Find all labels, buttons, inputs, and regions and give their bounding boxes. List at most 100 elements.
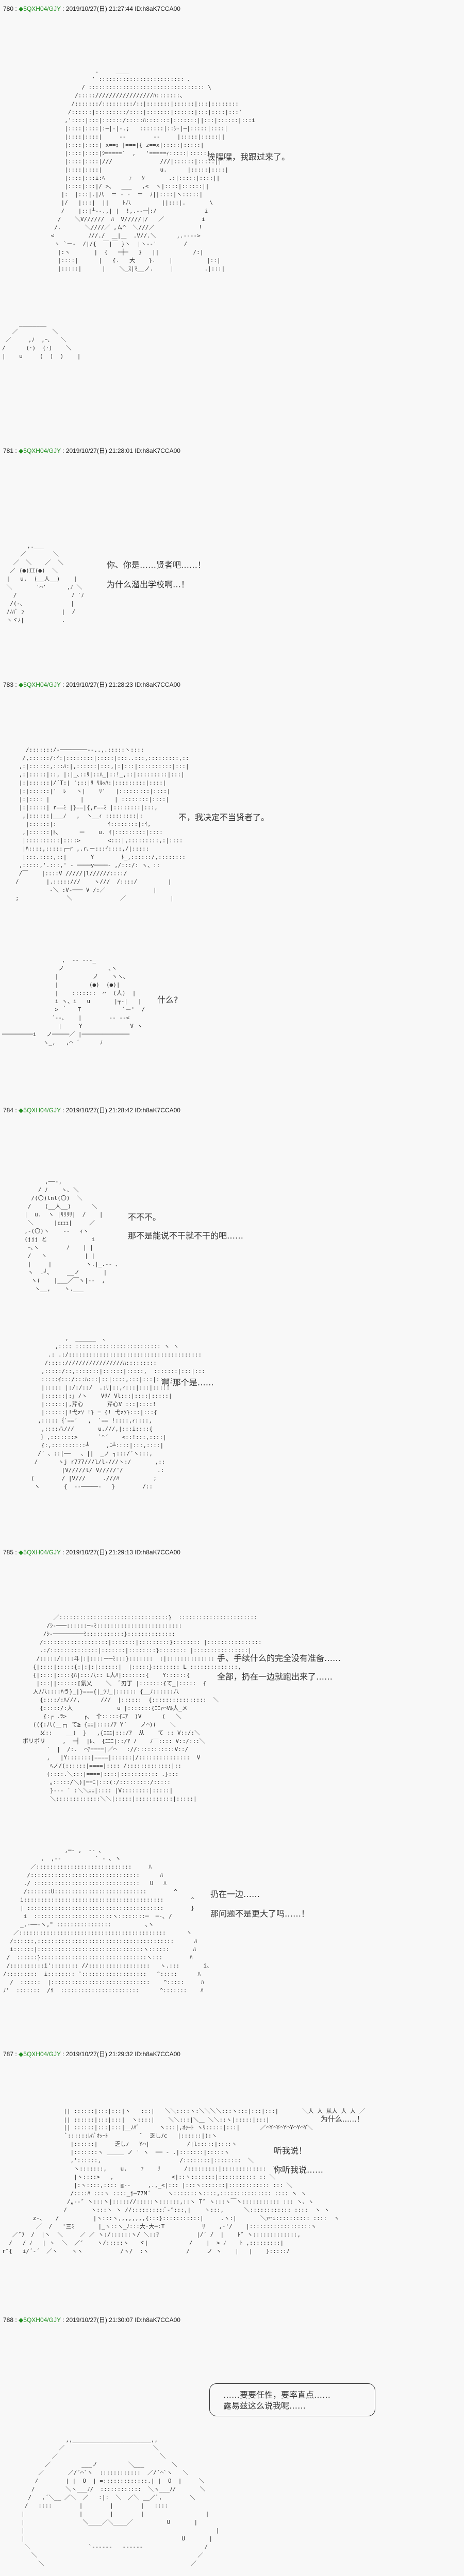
dialogue-line: 那不是能说不干就不干的吧…… <box>128 1231 244 1241</box>
ascii-art-line: ,──‐, <box>18 1178 62 1185</box>
ascii-art-line: ノ ､ヽ <box>52 965 117 972</box>
ascii-art-784-second: , ______ 、 ,:::: :::::::::::::::::::::::… <box>31 1334 205 1491</box>
ascii-art-line: | Y V ヽ <box>52 1023 143 1029</box>
ascii-art-line: {:::::/:人 u |:::::::{ﾆﾆｧ⌒Vﾙ人_メ <box>23 1705 188 1711</box>
ascii-art-line: / ヽj r777///l/l-///ヽ:/ ,:: <box>31 1459 165 1465</box>
ascii-art-780-main: . ____ ' ::::::::::::::::::::::::: 、 / :… <box>47 67 255 273</box>
post-header-783: 783 : ◆5QXH04/GJY : 2019/10/27(日) 21:28:… <box>3 681 180 688</box>
ascii-art-line: |:|::::::|' ﾚ ヽ| ﾘ' |:::::::::|::::| <box>15 788 171 794</box>
dialogue-line: 手、手续什么的完全没有准备…… <box>217 1653 341 1663</box>
ascii-art-line: ,|::::::|ﾄ､ ー u. ｲ|:::::::::|:::: <box>15 829 163 836</box>
ascii-art-line: |: |:::|.|八 ＝ ‐ ‐ ＝ ﾉ||::::|ヽ:::::| <box>47 191 203 198</box>
ascii-art-line: || ::::::|:::|:::| ヽ::::| ＼＼:::|＼＿ ＼＼::ヽ… <box>2 2115 364 2124</box>
tripcode[interactable]: 5QXH04/GJY <box>23 447 61 454</box>
ascii-art-line: /::::::,::::::::::::::::::::::::::::::::… <box>3 1938 197 1944</box>
post-date: 2019/10/27(日) 21:30:07 <box>65 2316 133 2324</box>
ascii-art-line: ,:::::｛`==′ , `== !::::,ｨ::::, <box>31 1417 153 1424</box>
ascii-art-line: / (__人__) ＼ <box>18 1203 97 1210</box>
ascii-art-784-figure: ,──‐, / ﾉ ヽ､ ＼ /(〇)lnl(〇) ＼ / (__人__) ＼ … <box>18 1178 118 1293</box>
ascii-art-line: ＼ |ｪｪｪｪ| ／ <box>18 1219 95 1226</box>
ascii-art-line: /:::::::/:::::::::/::|:::::::|::::::|:::… <box>47 100 239 107</box>
post-number: 787 <box>3 2050 14 2058</box>
tripcode[interactable]: 5QXH04/GJY <box>23 681 61 688</box>
post-number: 784 <box>3 1107 14 1114</box>
ascii-art-line: / |::|┴--.,| | !,.--─┤:/ i <box>47 208 208 214</box>
tripcode[interactable]: 5QXH04/GJY <box>23 1549 61 1556</box>
ascii-art-line: ,::::八/// u.///,|:::i::::{ <box>31 1426 153 1432</box>
ascii-art-line: /,::::::/:ｲ:|::::::::|:::::|:::..:::,:::… <box>15 755 189 761</box>
dialogue-line: 你听我说…… <box>274 2165 324 2175</box>
ascii-art-line: /. ＼////／ ,ム^ ＼///／ ! <box>47 224 203 231</box>
ascii-art-line: ヽヾﾉ| . <box>3 617 65 623</box>
ascii-art-line: | ＼____／＼____／ U | <box>4 2519 198 2526</box>
ascii-art-line: |:ヽ::::,:::: ≧-‐ ,.,_<|::: |:::ヽ:::::::|… <box>2 2182 292 2189</box>
ascii-art-line: ／ ,ﾉ ,ｰ､ ＼ <box>2 336 67 343</box>
ascii-art-line: ' ::::::::::::::::::::::::: 、 <box>47 76 193 82</box>
ascii-art-line: /::::://///////////////ﾊ::::::::: <box>31 1360 157 1366</box>
ascii-art-line: |::::|::::|:─|-|-.; :::::::|::ｼ-|─|:::::… <box>47 125 228 132</box>
tripcode[interactable]: 5QXH04/GJY <box>23 1107 61 1114</box>
ascii-art-line: | | | | | <box>4 2511 209 2517</box>
ascii-art-line: {::::/:ﾊ///, /// |:::::: {::::::::::::::… <box>23 1697 219 1703</box>
ascii-art-line: , |Y:::::::|====|::::::|/:::::::::::::::… <box>23 1754 201 1761</box>
tripcode[interactable]: 5QXH04/GJY <box>23 5 61 12</box>
ascii-art-line: 乂:: __) } ,{ﾆﾆﾆ|:::/ｱ 从 て :: V::/:＼ <box>23 1730 201 1736</box>
post-number: 785 <box>3 1549 14 1556</box>
ascii-art-line: /::::ﾊ :::ヽ ::::_j─77M´ ヽ:::::::ヽ::::,::… <box>2 2190 307 2197</box>
ascii-art-line: |::::| | {. 大 }. | |::| <box>47 257 221 264</box>
ascii-art-line: |::::|::::|/// ///|::::::|:::::|| <box>47 158 222 165</box>
ascii-art-line: ﾞ::::::ﾚﾊﾞｵｯｰﾄ ﾞ 乏しﾉc |::::::|):ヽ <box>2 2132 218 2139</box>
ascii-art-line: ／:::::::::::::::::::::::::::: ﾊ <box>3 1863 152 1870</box>
dialogue-line: 什么? <box>157 995 178 1005</box>
post-number: 788 <box>3 2316 14 2324</box>
ascii-art-line: /(〇)lnl(〇) ＼ <box>18 1195 82 1201</box>
ascii-art-line: /:::::::/-────────--..,.:::::ヽ:::: <box>15 747 144 753</box>
ascii-art-line: ( / |V/// .///ﾊ ; <box>31 1475 157 1482</box>
ascii-art-line: / |.:::::/// ヽ/// /::::/ | <box>15 878 172 885</box>
ascii-art-line: {|::::|:::::{:|:|:|::::::| |:::::}::::::… <box>23 1664 241 1670</box>
ascii-art-line: |::::|:::i:ﾍ ｧ ｿ .:|:::::|::::|| <box>47 175 220 181</box>
ascii-art-line: .:/::::::::::::::|:::::::|::::::::}:::::… <box>23 1647 252 1654</box>
ascii-art-line: / :::: | | | :::: <box>4 2502 199 2509</box>
ascii-art-line: {|::::|::::{ﾊ|:::八:: L人ﾊ|:::::::{ Y:::::… <box>23 1672 190 1679</box>
dialogue-line: 听我说！ <box>274 2146 307 2156</box>
ascii-art-line: ヽ_, ,⌒ ´ ﾉ <box>2 1039 103 1046</box>
dialogue-line: 你、你是……贤者吧……！ <box>107 560 206 570</box>
dialogue-line: 全部，扔在一边就跑出来了…… <box>217 1672 333 1682</box>
ascii-art-line: || ::::::|:::|:::|ヽ :::| ＼＼::::ヽ:＼＼＼＼:::… <box>2 2108 365 2114</box>
ascii-art-line: ／ ___ノ ＼___ ＼ <box>4 2461 177 2468</box>
ascii-art-line: | u ( ) ) | <box>2 353 81 360</box>
tripcode[interactable]: 5QXH04/GJY <box>23 2050 61 2058</box>
dialogue-line: ……要要任性，要率直点…… <box>223 2390 331 2400</box>
ascii-art-line: /:::::::::::::::::::|:::::::|:::::::::}:… <box>23 1639 262 1646</box>
post-id: ID:h8aK7CCA00 <box>135 447 180 454</box>
trip-diamond-icon: ◆ <box>19 2050 24 2058</box>
ascii-art-line: || ::::::|:::|:::|＿ﾉﾊﾞ ヽ:::|,ｵｯｰﾄ ヽﾘ::::… <box>2 2124 313 2131</box>
ascii-art-line: /(‐､ | <box>3 600 74 607</box>
tripcode[interactable]: 5QXH04/GJY <box>23 2316 61 2324</box>
ascii-art-line: , ,-‐ ` ‐ ､ ヽ <box>3 1855 121 1862</box>
ascii-art-line: /ｼ‐─────────ﾐ:::::::::::}:::::::::::::: <box>23 1631 175 1637</box>
ascii-art-line: | ::::::::::::::::::::::::::::::::::::::… <box>3 1905 194 1911</box>
ascii-art-line: | ::::::: ⌒ (人) | <box>52 990 136 996</box>
post-header-787: 787 : ◆5QXH04/GJY : 2019/10/27(日) 21:29:… <box>3 2050 180 2058</box>
ascii-art-line: |::::: |:/:/::/ .:ﾘ|::,ｨ:::|:::|::::: <box>31 1384 170 1391</box>
ascii-art-line: ポリポリ , ─┤ |ﾚ、 {ﾆﾆﾆ|::/ｱ ﾉ ﾉ￣:::: V::/:::… <box>23 1738 205 1744</box>
ascii-art-line: |:|:::::| r==ﾐ |}==|{,r==ﾐ |::::::::|:::… <box>15 804 158 811</box>
ascii-art-line: / ,´＼__ ／＼ ／ :|: ＼ ／＼ __／`, ＼ <box>4 2494 195 2501</box>
ascii-art-line: /:::::/::::斗|:|::::ー─ﾐ:::}::::::: :|::::… <box>23 1655 222 1662</box>
ascii-art-line: |ヽ::::> , <|::ヽ:::::::|::::::::::: :: ＼ <box>2 2174 275 2180</box>
post-id: ID:h8aK7CCA00 <box>135 1107 180 1114</box>
ascii-art-line: ________ <box>2 320 47 327</box>
ascii-art-line: > ｀ T `ー' / <box>52 1006 145 1013</box>
ascii-art-line: ./ ::::::::::::::::::::::::::::::: U ﾊ <box>3 1880 167 1887</box>
ascii-art-line: /::::::::::i':::::::: //::::::::::::::::… <box>3 1962 213 1969</box>
separator: : <box>60 2316 66 2324</box>
ascii-art-line: ,:::::,'.:::,' ‐ ────y────‐ ,/:::/: ヽ、:: <box>15 862 160 869</box>
post-id: ID:h8aK7CCA00 <box>135 5 180 12</box>
ascii-art-line: |:::::| | ＼_ｽ|ﾏ__ノ. | .|:::| <box>47 265 225 272</box>
ascii-art-line: ｰ､ヽ ﾉ | | <box>18 1244 93 1251</box>
post-number: 780 <box>3 5 14 12</box>
ascii-art-line: |::::::|:｣ /ヽ Vﾘ/ Vl:::|::::|:::::| <box>31 1393 172 1399</box>
ascii-art-line: i:::::::::::::::::::::::::::::::::::::::… <box>3 1896 194 1903</box>
